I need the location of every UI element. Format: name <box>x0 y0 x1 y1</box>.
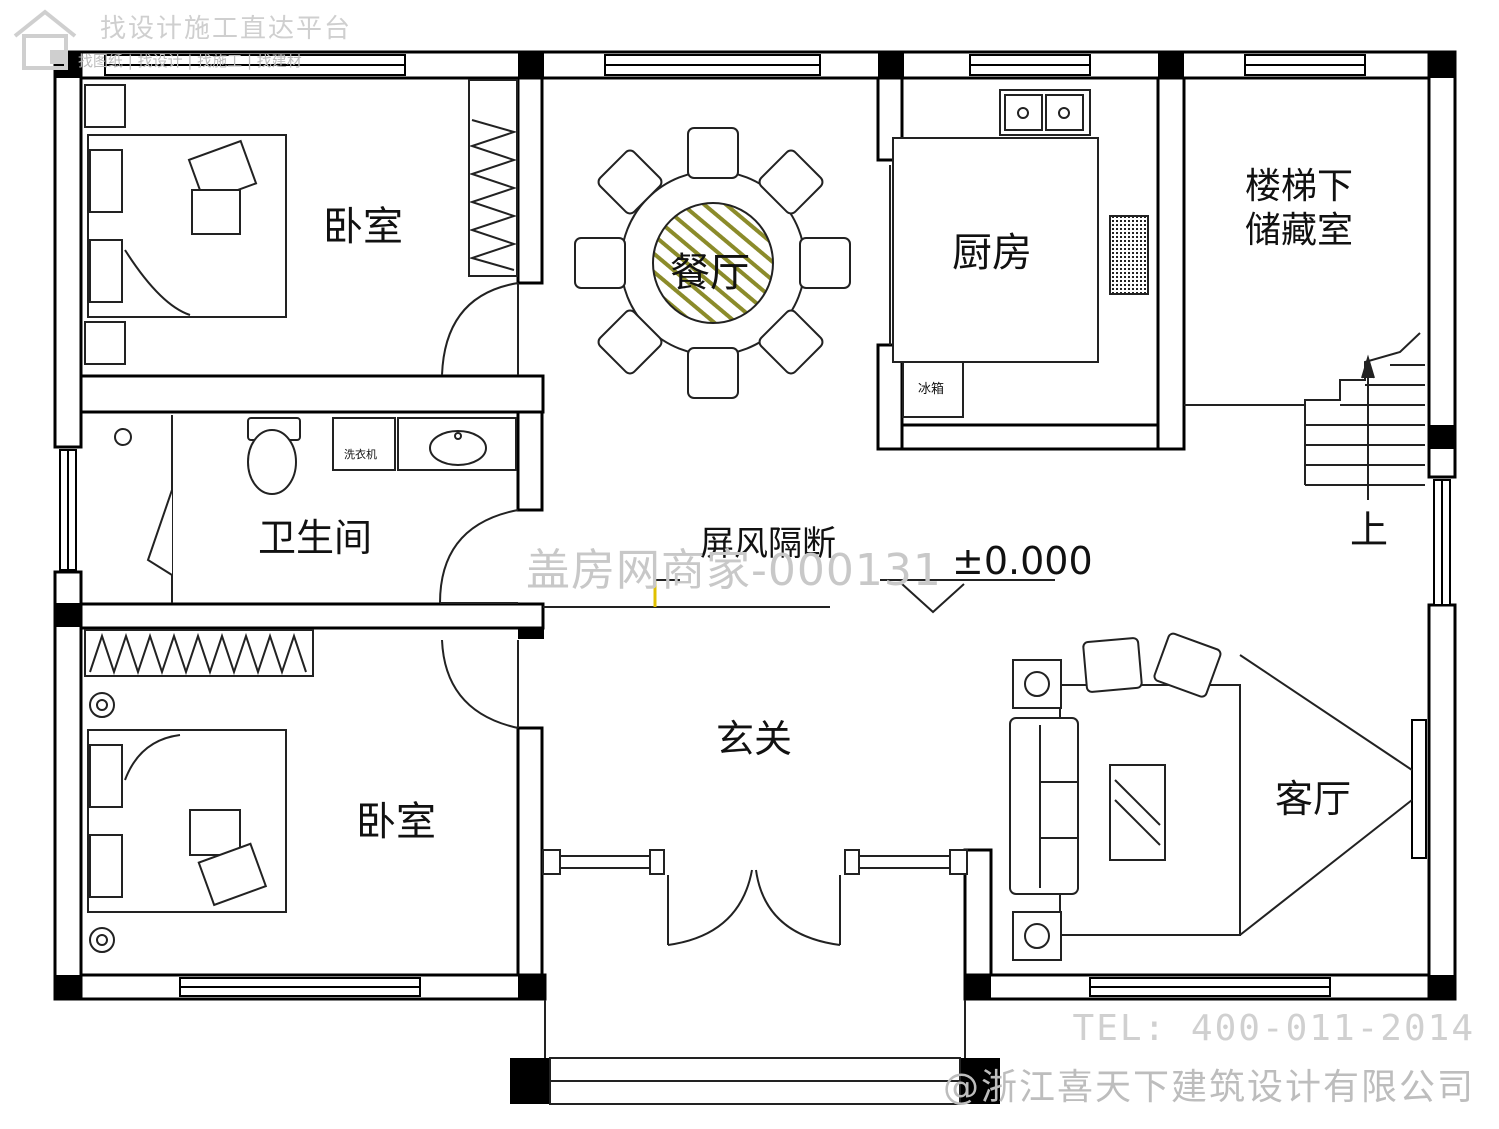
kitchen-fixtures <box>889 89 1149 418</box>
bathroom-fixtures <box>114 415 517 603</box>
screen-partition <box>543 579 830 608</box>
watermark-center: 盖房网商家-000131 <box>526 545 942 596</box>
watermark-nav: 找图纸 | 找设计 | 找施工 | 找建材 <box>78 52 302 70</box>
label-fridge: 冰箱 <box>918 381 944 397</box>
door-bathroom <box>439 509 519 604</box>
outer-walls <box>53 50 1457 1001</box>
wardrobe-top <box>468 79 518 277</box>
dining-chairs <box>574 127 851 399</box>
label-stairs-up: 上 <box>1350 508 1388 552</box>
bed-bottom <box>87 692 287 953</box>
label-storage-line1: 楼梯下 <box>1245 166 1353 207</box>
dining-table <box>620 170 806 356</box>
bed-top <box>84 84 287 365</box>
label-washer: 洗衣机 <box>344 447 377 461</box>
label-bedroom-bottom: 卧室 <box>356 799 436 845</box>
watermark-company: @浙江喜天下建筑设计有限公司 <box>942 1067 1475 1108</box>
label-bathroom: 卫生间 <box>258 516 372 560</box>
wardrobe-bottom <box>84 629 314 677</box>
label-storage-line2: 储藏室 <box>1245 210 1353 251</box>
elevation-marker <box>880 579 1055 614</box>
entrance <box>542 849 968 1105</box>
label-screen: 屏风隔断 <box>700 524 836 564</box>
door-bedroom-bottom <box>441 639 519 729</box>
door-bedroom-top <box>441 282 519 376</box>
windows <box>59 54 1451 997</box>
label-elevation: ±0.000 <box>952 539 1093 583</box>
label-kitchen: 厨房 <box>952 230 1032 276</box>
watermark-brand: 找设计施工直达平台 <box>100 14 353 44</box>
label-bedroom-top: 卧室 <box>323 204 403 250</box>
stairs <box>1184 332 1425 500</box>
label-dining: 餐厅 <box>670 250 750 296</box>
watermark-tel: TEL: 400-011-2014 <box>1072 1008 1475 1049</box>
house-logo-icon <box>13 9 77 70</box>
label-living: 客厅 <box>1275 777 1351 821</box>
living-furniture <box>1009 632 1413 961</box>
label-foyer: 玄关 <box>716 717 792 761</box>
